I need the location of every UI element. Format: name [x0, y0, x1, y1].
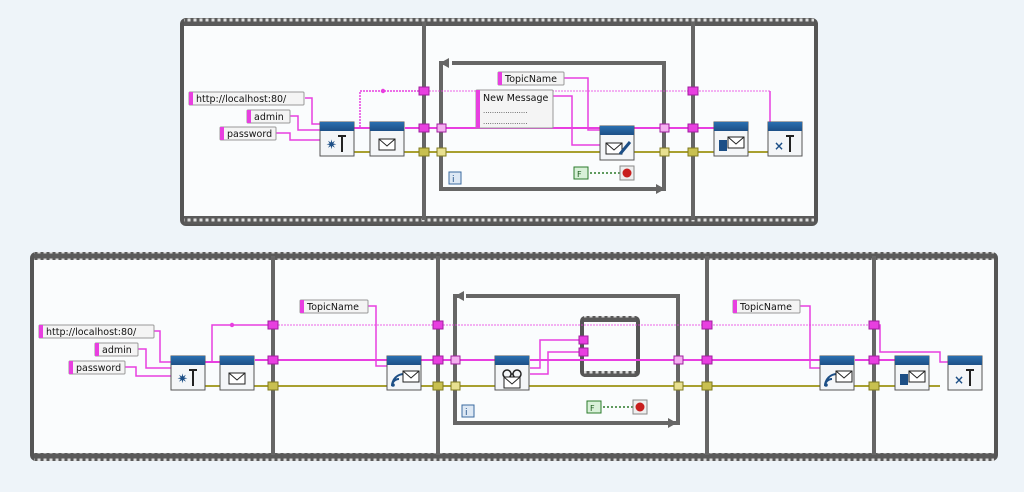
- user-text: admin: [254, 112, 284, 123]
- top-user-constant[interactable]: admin: [246, 109, 291, 124]
- url-text: http://localhost:80/: [196, 94, 287, 105]
- topic-text: TopicName: [504, 74, 557, 85]
- frame-divider: [422, 22, 426, 220]
- bottom-tunnels: [267, 320, 880, 391]
- top-false-constant[interactable]: F: [573, 166, 589, 180]
- bottom-stop-terminal[interactable]: [632, 399, 648, 415]
- top-topic-constant[interactable]: TopicName: [497, 71, 565, 86]
- svg-text:✷: ✷: [326, 138, 337, 153]
- message-line-1: ....................: [483, 107, 528, 115]
- top-password-constant[interactable]: password: [219, 126, 277, 141]
- top-stop-terminal[interactable]: [619, 165, 635, 181]
- message-text: New Message: [483, 93, 549, 104]
- message-line-2: ....................: [483, 118, 528, 126]
- svg-text:×: ×: [774, 139, 784, 153]
- bottom-close-config-icon[interactable]: ×: [947, 355, 983, 391]
- bottom-false-constant[interactable]: F: [586, 400, 602, 414]
- bottom-url-constant[interactable]: http://localhost:80/: [38, 324, 155, 339]
- url-text: http://localhost:80/: [46, 327, 137, 338]
- bottom-while-loop: [453, 291, 680, 428]
- top-delete-session-icon[interactable]: [713, 121, 749, 157]
- password-text: password: [76, 363, 121, 374]
- svg-text:×: ×: [954, 373, 964, 387]
- user-text: admin: [102, 345, 132, 356]
- bottom-user-constant[interactable]: admin: [94, 342, 139, 357]
- top-iteration-terminal: i: [448, 171, 462, 185]
- bottom-subscribe-icon[interactable]: [386, 355, 422, 391]
- top-close-config-icon[interactable]: ×: [767, 121, 803, 157]
- iteration-text: i: [465, 408, 468, 418]
- top-message-constant[interactable]: New Message .................... .......…: [475, 89, 554, 129]
- bottom-subscribe-topic-constant[interactable]: TopicName: [299, 299, 369, 314]
- topic-text: TopicName: [306, 302, 359, 313]
- top-publish-message-icon[interactable]: [599, 125, 635, 161]
- bottom-unsubscribe-icon[interactable]: [819, 355, 855, 391]
- svg-text:✷: ✷: [177, 372, 188, 387]
- bottom-create-session-icon[interactable]: [219, 355, 255, 391]
- bottom-read-message-icon[interactable]: [494, 355, 530, 391]
- password-text: password: [227, 129, 272, 140]
- bottom-iteration-terminal: i: [461, 404, 475, 418]
- top-create-session-icon[interactable]: [369, 121, 405, 157]
- bottom-delete-session-icon[interactable]: [894, 355, 930, 391]
- false-text: F: [577, 170, 582, 179]
- top-open-config-icon[interactable]: ✷: [319, 121, 355, 157]
- topic-text: TopicName: [739, 302, 792, 313]
- bottom-open-config-icon[interactable]: ✷: [170, 355, 206, 391]
- frame-divider: [691, 22, 695, 220]
- top-while-loop: [439, 58, 666, 194]
- iteration-text: i: [452, 175, 455, 185]
- bottom-password-constant[interactable]: password: [68, 360, 126, 375]
- bottom-unsubscribe-topic-constant[interactable]: TopicName: [732, 299, 801, 314]
- false-text: F: [590, 404, 595, 413]
- top-url-constant[interactable]: http://localhost:80/: [188, 91, 305, 106]
- top-tunnels: [380, 86, 699, 157]
